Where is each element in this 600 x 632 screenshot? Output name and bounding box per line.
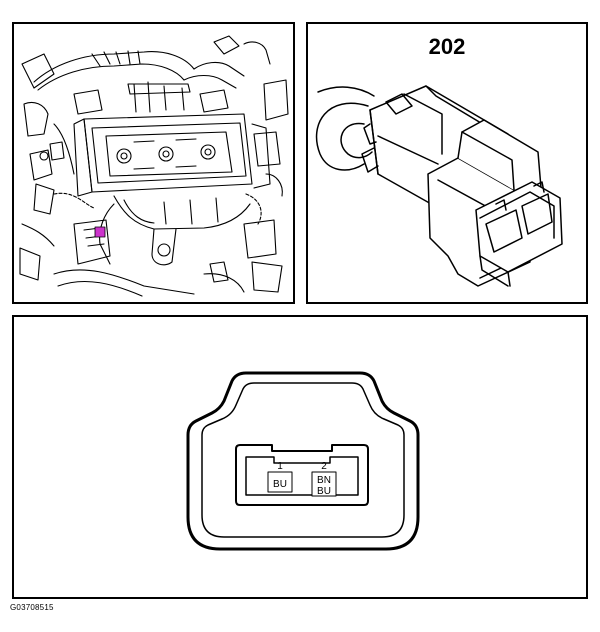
connector-isometric-view: 202 — [306, 22, 588, 304]
wire-loop-2 — [340, 122, 373, 159]
pin-2-number: 2 — [321, 461, 327, 472]
connector-location-marker — [94, 226, 106, 238]
connector-isometric-illustration — [315, 85, 563, 287]
pin-2-wire-color-secondary: BU — [317, 486, 331, 497]
engine-bay-locator-view — [12, 22, 295, 304]
pin-1: 1 BU — [267, 461, 293, 493]
wire-loop-1 — [315, 102, 369, 171]
pin-2: 2 BN BU — [311, 461, 337, 497]
pin-2-wire-color-primary: BN — [317, 475, 331, 486]
pin-1-wire-color: BU — [273, 479, 287, 490]
terminal-cavity — [235, 444, 369, 506]
connector-face-illustration: 1 BU 2 BN BU — [186, 371, 420, 551]
figure-code: G03708515 — [10, 603, 54, 612]
pin-1-number: 1 — [277, 461, 283, 472]
connector-housing-outline — [186, 371, 420, 551]
connector-number: 202 — [428, 34, 466, 59]
connector-face-view: 1 BU 2 BN BU — [12, 315, 588, 599]
engine-bay-illustration — [19, 35, 289, 297]
